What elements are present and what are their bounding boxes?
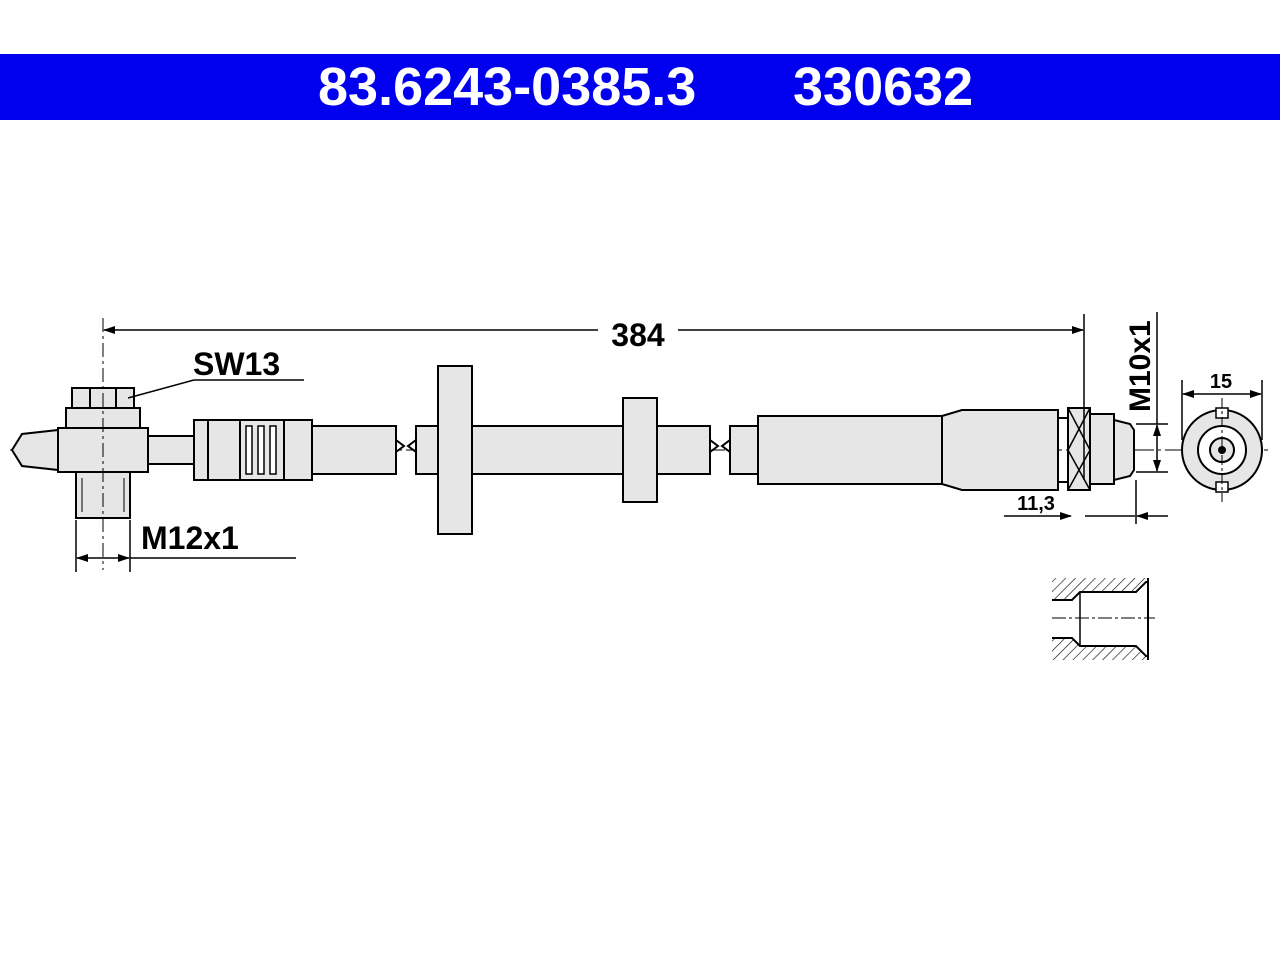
reference-number: 330632 <box>793 57 974 117</box>
header-bar: 83.6243-0385.3 330632 <box>0 54 1280 120</box>
hose <box>311 425 759 475</box>
break-symbol <box>395 426 731 474</box>
length-label: 384 <box>611 317 665 353</box>
port-section <box>1052 578 1155 660</box>
end-length-dimension <box>1004 480 1168 524</box>
end-fitting <box>757 407 1135 491</box>
part-number: 83.6243-0385.3 <box>318 57 697 117</box>
end-length-label: 11,3 <box>1017 493 1055 515</box>
length-dimension <box>103 314 1085 480</box>
wrench-size-leader <box>127 379 304 399</box>
thread-left-dimension <box>75 520 296 572</box>
crimp-sleeve <box>193 419 313 481</box>
end-view-width-label: 15 <box>1210 371 1232 393</box>
wrench-size-label: SW13 <box>193 346 280 382</box>
thread-right-label: M10x1 <box>1124 320 1157 412</box>
end-view-width-dimension <box>1181 380 1263 440</box>
hose-clip <box>437 365 658 535</box>
thread-left-label: M12x1 <box>141 520 239 556</box>
thread-right-dimension <box>1136 312 1168 473</box>
